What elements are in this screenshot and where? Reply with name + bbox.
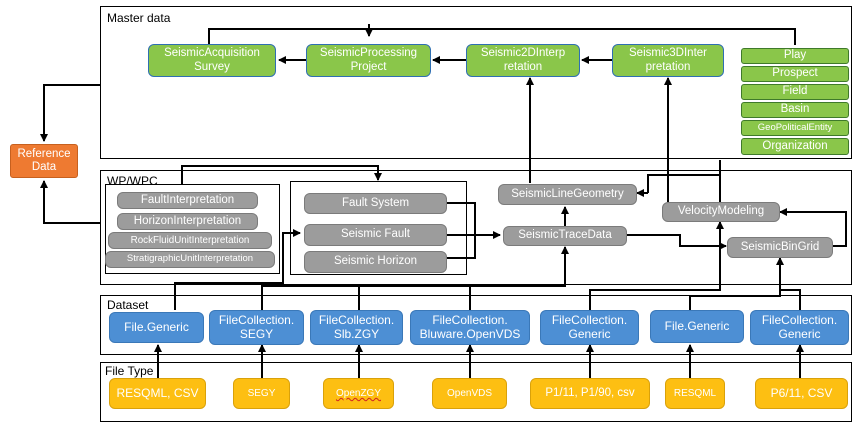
dataset-file-generic-2-node[interactable]: File.Generic [650,310,744,343]
play-node[interactable]: Play [741,48,849,64]
dataset-file-generic-1-node[interactable]: File.Generic [109,312,204,343]
seismic-3d-interpretation-node[interactable]: Seismic3DInter pretation [612,44,724,77]
file-type-title: File Type [105,364,154,378]
master-data-title: Master data [107,11,171,25]
filetype-segy-node[interactable]: SEGY [233,378,290,409]
geopolitical-entity-node[interactable]: GeoPoliticalEntity [741,120,849,136]
dataset-filecollection-openvds-node[interactable]: FileCollection. Bluware.OpenVDS [410,310,530,345]
fault-interpretation-node[interactable]: FaultInterpretation [117,192,258,209]
stratigraphic-unit-interpretation-node[interactable]: StratigraphicUnitInterpretation [105,251,275,268]
rock-fluid-unit-interpretation-node[interactable]: RockFluidUnitInterpretation [108,232,272,249]
dataset-filecollection-generic-2-node[interactable]: FileCollection. Generic [750,310,849,345]
reference-data-node[interactable]: Reference Data [10,144,78,178]
filetype-p6-csv-node[interactable]: P6/11, CSV [755,378,848,409]
filetype-p1-csv-node[interactable]: P1/11, P1/90, csv [530,378,650,409]
seismic-2d-interpretation-node[interactable]: Seismic2DInterp retation [466,44,580,77]
seismic-bin-grid-node[interactable]: SeismicBinGrid [727,237,833,258]
seismic-horizon-node[interactable]: Seismic Horizon [304,251,447,273]
filetype-openzgy-node[interactable]: OpenZGY [323,378,394,409]
seismic-trace-data-node[interactable]: SeismicTraceData [503,226,627,246]
horizon-interpretation-node[interactable]: HorizonInterpretation [117,213,258,230]
fault-system-node[interactable]: Fault System [304,193,447,214]
velocity-modeling-node[interactable]: VelocityModeling [662,202,780,222]
prospect-node[interactable]: Prospect [741,66,849,82]
seismic-acquisition-survey-node[interactable]: SeismicAcquisition Survey [148,44,276,77]
dataset-filecollection-segy-node[interactable]: FileCollection. SEGY [209,310,304,345]
organization-node[interactable]: Organization [741,138,849,155]
master-data-panel [100,6,852,159]
edge-wp-to-reference [40,180,100,224]
seismic-line-geometry-node[interactable]: SeismicLineGeometry [498,184,637,205]
dataset-title: Dataset [107,298,149,312]
seismic-processing-project-node[interactable]: SeismicProcessing Project [306,44,431,77]
seismic-fault-node[interactable]: Seismic Fault [304,224,447,246]
basin-node[interactable]: Basin [741,102,849,118]
field-node[interactable]: Field [741,84,849,100]
filetype-resqml-node[interactable]: RESQML [665,378,725,409]
dataset-filecollection-zgy-node[interactable]: FileCollection. Slb.ZGY [310,310,403,345]
edge-master-to-reference [40,84,100,142]
dataset-filecollection-generic-1-node[interactable]: FileCollection. Generic [540,310,639,345]
filetype-resqml-csv-node[interactable]: RESQML, CSV [109,378,206,409]
filetype-openvds-node[interactable]: OpenVDS [432,378,507,409]
